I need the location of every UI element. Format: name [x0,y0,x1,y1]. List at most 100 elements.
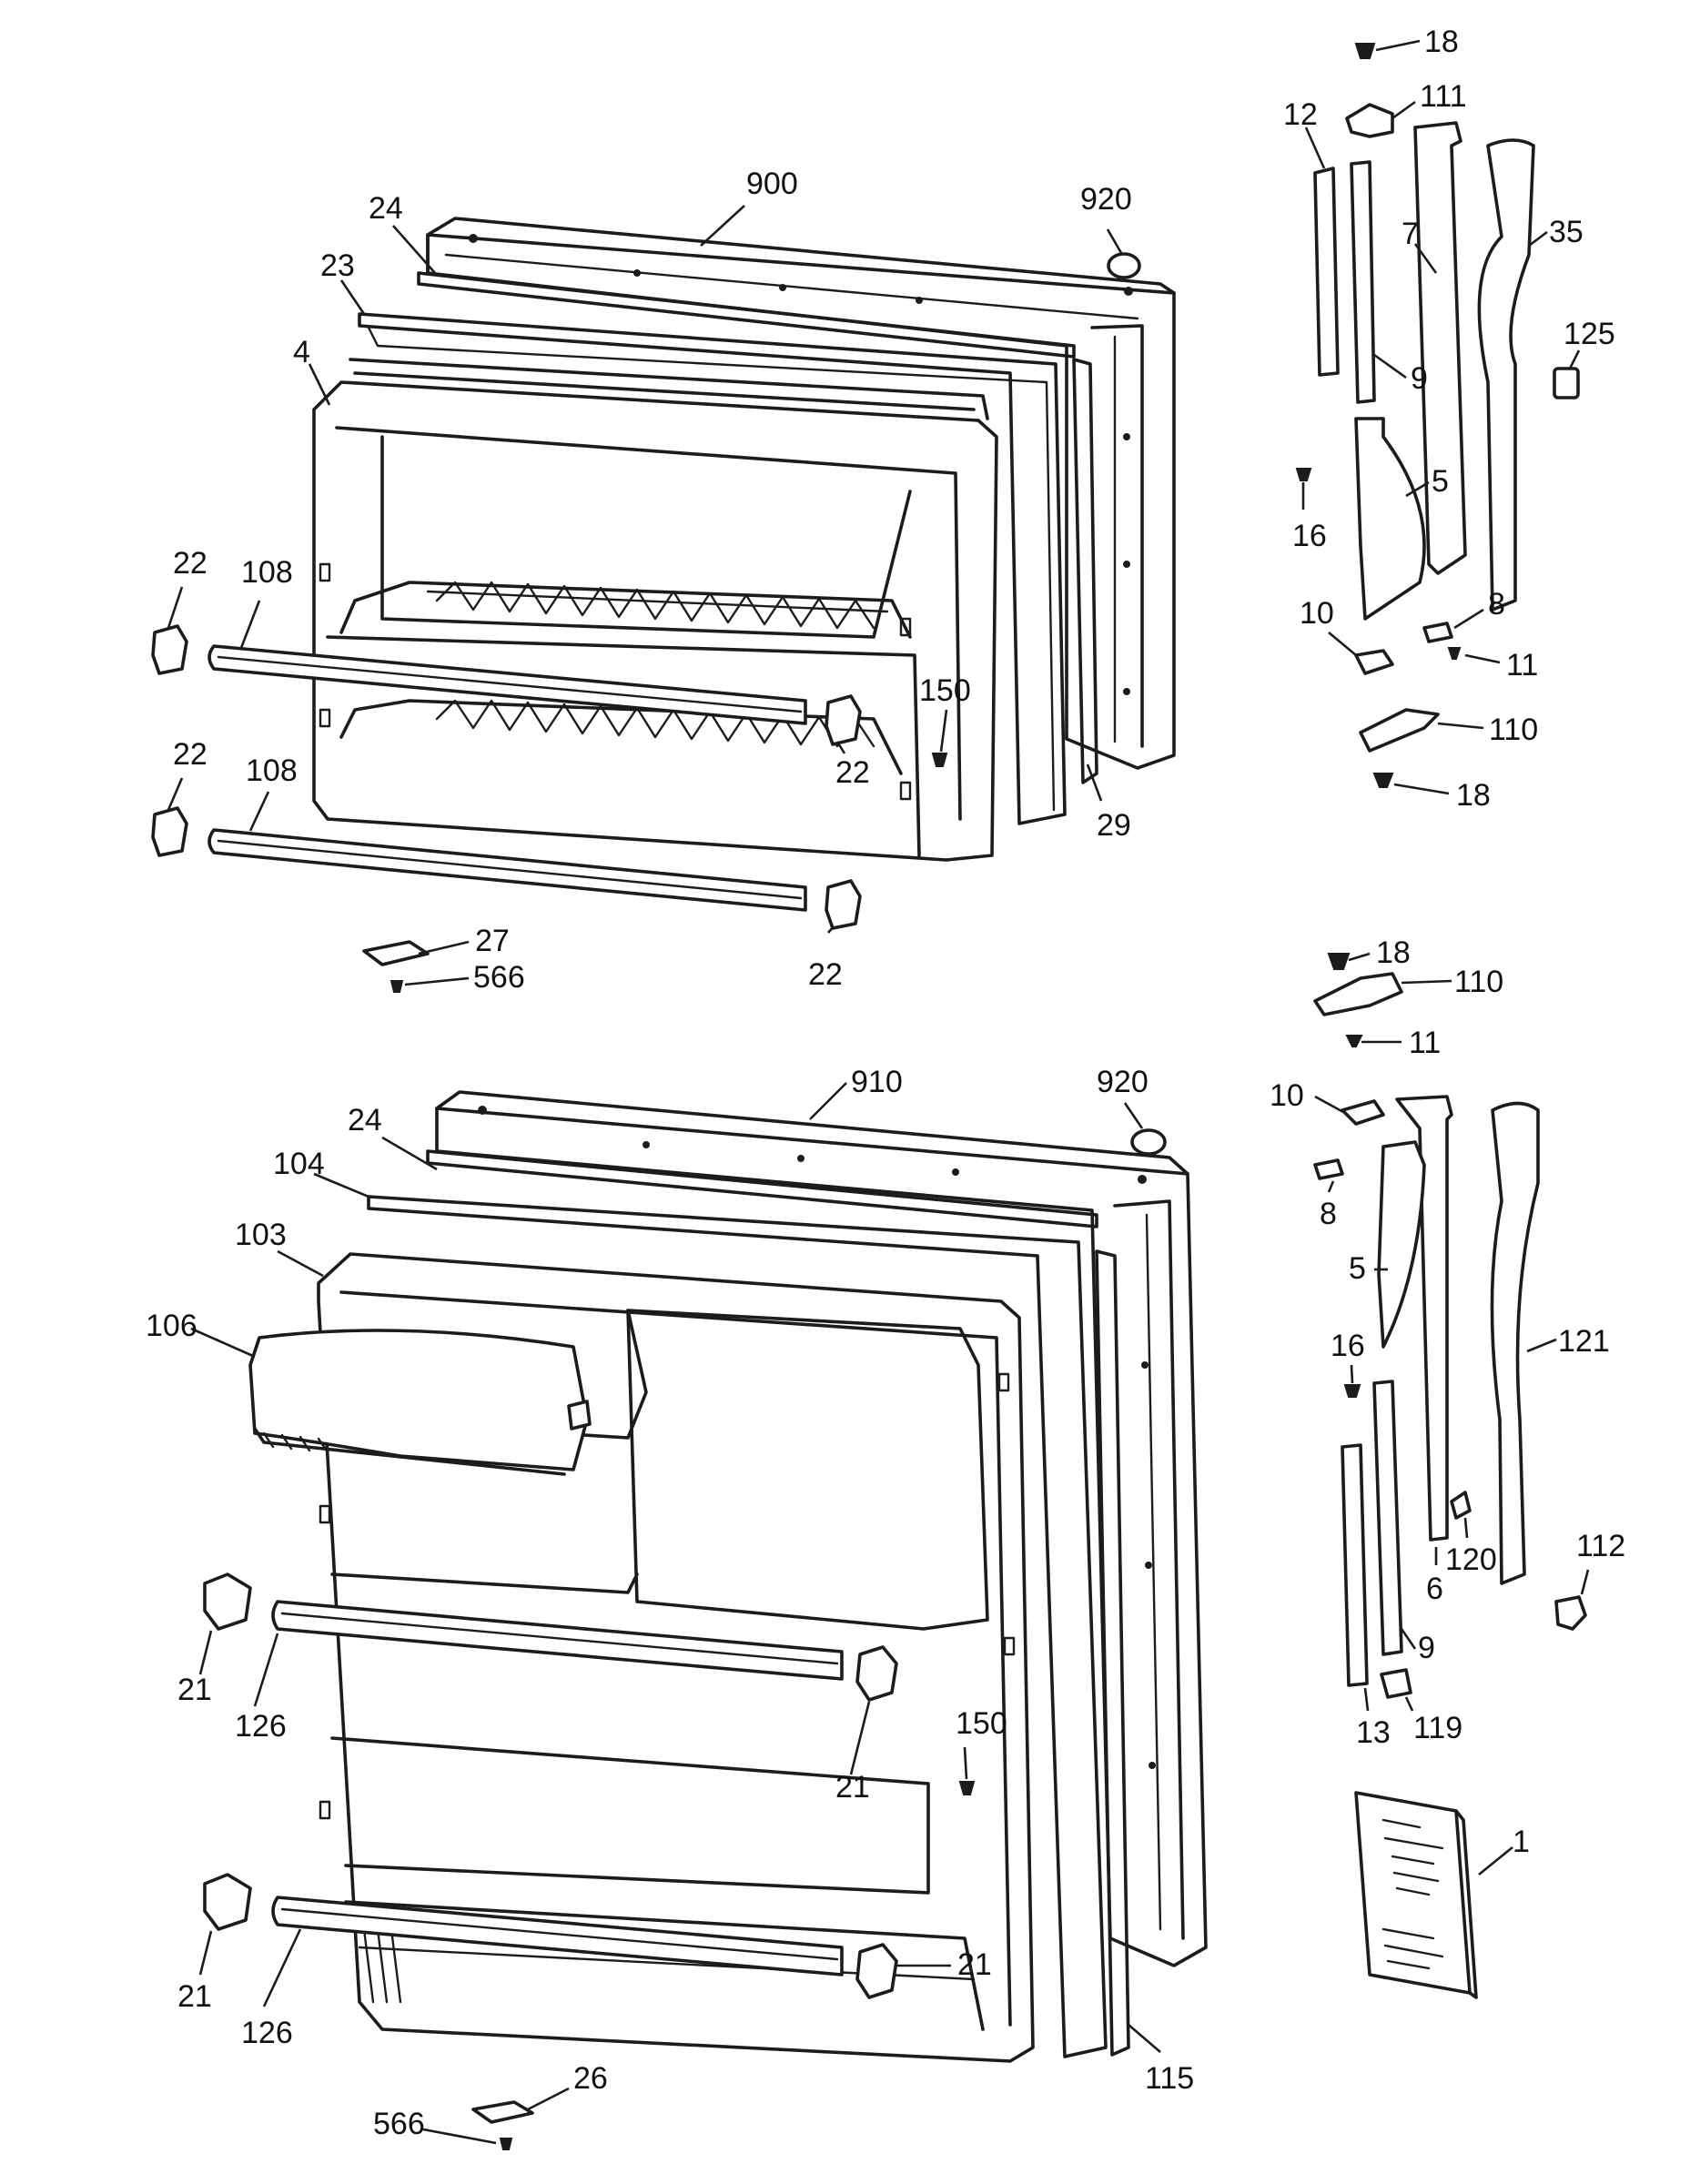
callout-21: 21 [177,1979,212,2014]
callout-11: 11 [1506,648,1538,682]
hinge-110-top [1359,708,1440,753]
callout-125: 125 [1564,317,1615,351]
callout-22: 22 [808,957,843,992]
callout-18: 18 [1424,25,1459,59]
hinge-plate-27 [362,940,430,966]
bracket-21-a [203,1572,252,1631]
callout-27: 27 [475,924,510,958]
bracket-22-a [151,624,188,675]
callout-18: 18 [1456,778,1491,813]
gasket-104 [367,1195,1108,2058]
bracket-22-c [151,806,188,857]
callout-8: 8 [1320,1197,1337,1231]
callout-22: 22 [173,737,207,772]
callout-920: 920 [1080,182,1132,217]
strip-24 [417,271,1076,359]
hinge-110-lower [1313,972,1403,1016]
handle-5-lower [1377,1140,1426,1349]
fresh-food-door-assembly [203,1090,1208,2150]
callout-16: 16 [1292,519,1327,553]
screw-150-lower [958,1781,976,1795]
plug-920-lower [1130,1128,1167,1156]
shim-8-top [1422,622,1453,643]
callout-110: 110 [1454,965,1503,999]
callout-108: 108 [241,555,293,590]
callout-111: 111 [1420,79,1467,114]
leader-lines [167,39,1590,2145]
bracket-21-d [855,1943,898,1999]
callout-103: 103 [235,1218,287,1252]
cam-10-lower [1341,1099,1385,1126]
callout-920: 920 [1097,1065,1149,1099]
outer-door-panel-900 [426,217,1176,770]
hinge-plate-26 [471,2100,534,2124]
callout-126: 126 [241,2016,293,2050]
bracket-22-b [825,694,862,746]
callout-18: 18 [1376,935,1411,970]
callout-900: 900 [746,167,798,201]
callout-106: 106 [146,1309,197,1343]
hinge-arm-7 [1413,121,1467,575]
callout-23: 23 [320,248,355,283]
callout-24: 24 [369,191,403,226]
callout-910: 910 [851,1065,903,1099]
callout-labels: 18 111 12 7 35 125 9 5 16 10 8 11 110 18… [146,25,1625,2141]
shelf-bar-126-upper [271,1600,844,1681]
callout-8: 8 [1488,587,1505,622]
screw-150-upper [931,753,948,767]
dairy-bin-106 [248,1329,592,1476]
callout-26: 26 [573,2061,608,2096]
strip-12 [1313,167,1340,377]
bracket-22-d [825,879,862,930]
screw-566-lower [499,2138,513,2150]
callout-5: 5 [1349,1251,1366,1286]
callout-119: 119 [1413,1711,1462,1745]
callout-11: 11 [1409,1026,1441,1060]
callout-21: 21 [177,1673,212,1707]
strip-13 [1341,1443,1369,1687]
pin-120 [1450,1491,1472,1520]
callout-13: 13 [1356,1715,1391,1750]
callout-110: 110 [1489,713,1538,747]
gasket-23 [358,312,1067,825]
bumper-112 [1554,1595,1587,1631]
screw-16-top [1295,468,1312,481]
callout-16: 16 [1331,1329,1365,1363]
shelf-bar-108-upper [207,644,807,725]
callout-22: 22 [835,755,870,790]
end-cap-125 [1553,367,1580,399]
callout-21: 21 [835,1770,870,1805]
callout-150: 150 [919,673,971,708]
shim-8-lower [1313,1158,1344,1180]
callout-566: 566 [373,2107,425,2141]
inner-liner-4 [312,358,998,862]
handle-trim-121 [1490,1101,1540,1585]
screw-11-lower [1345,1035,1363,1047]
callout-6: 6 [1426,1572,1443,1606]
callout-10: 10 [1270,1078,1304,1113]
handle-5-top [1354,417,1426,621]
upper-hinge-hardware [1295,43,1580,788]
callout-120: 120 [1445,1542,1497,1577]
strip-29 [1072,358,1098,784]
screw-11-top [1447,647,1462,660]
channel-9-top [1350,160,1376,404]
strip-24-lower [426,1149,1098,1228]
callout-10: 10 [1300,596,1334,631]
callout-24: 24 [348,1103,382,1138]
callout-29: 29 [1097,808,1131,843]
screw-18-top [1354,43,1376,59]
lower-hinge-hardware [1313,953,1587,1999]
shelf-bar-108-lower [207,828,807,912]
callout-4: 4 [293,335,310,369]
channel-9-lower [1372,1380,1403,1656]
hinge-cap-111 [1345,103,1394,138]
clip-119 [1380,1668,1412,1699]
callout-35: 35 [1549,215,1584,249]
screw-16-lower [1343,1384,1361,1398]
callout-115: 115 [1145,2061,1194,2096]
screw-18-lower [1327,953,1351,970]
callout-150: 150 [956,1706,1007,1741]
